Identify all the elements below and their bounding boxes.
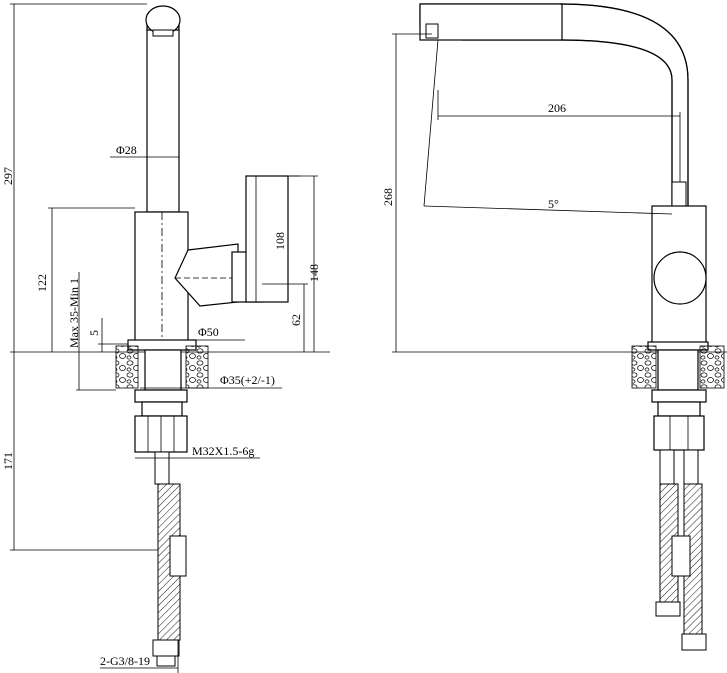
hose-fitting-b [683,449,699,485]
deck-stone-left [115,345,139,389]
dim-spout-diameter: Φ28 [116,143,137,157]
dim-base-diameter: Φ50 [198,325,219,339]
mount-washer [134,389,188,403]
dim-hole-diameter: Φ35(+2/-1) [220,373,275,387]
spout-column [146,21,180,213]
hose-connector-nut [156,655,176,667]
deck-stone-right-side [699,345,725,389]
dim-handle-height: 108 [273,232,287,250]
dim-thread: M32X1.5-6g [192,444,254,458]
base-ring-side [647,341,709,351]
dim-side-height: 268 [381,188,395,206]
shank-side [657,349,699,391]
hose-valve [169,535,187,577]
dim-deck-thickness: Max 35-Min 1 [67,278,81,348]
hose-connector-b [681,633,707,651]
dimension-lines [10,3,318,673]
mounting-nut-side [653,415,705,451]
hose-valve-side [671,535,691,577]
dim-below-deck: 171 [1,452,15,470]
side-view: 268 206 5° [381,3,727,651]
dim-body-height: 122 [35,274,49,292]
hose-fitting-top [154,451,170,485]
spout-outlet [152,29,174,37]
dim-gap: 5 [87,330,101,336]
side-dimension-lines [392,33,681,352]
lever-arm [174,243,239,307]
dim-handle-offset: 62 [289,314,303,326]
dim-reach: 206 [548,101,566,115]
deck-stone-left-side [631,345,657,389]
spout-aerator [425,23,439,39]
spout-head [419,3,563,41]
dim-handle-span: 148 [307,264,321,282]
hose-connector [152,639,180,657]
lever-disk [653,251,707,305]
front-view: 297 171 Φ28 122 Max 35-Min 1 5 Φ50 108 1… [1,3,330,673]
hose-connector-a [655,601,681,617]
dim-total-height: 297 [1,167,15,185]
mount-spacer-side [657,401,701,417]
dim-angle: 5° [548,197,559,211]
mount-washer-side [651,389,707,403]
deck-stone-right [185,345,209,389]
shank [144,349,182,391]
hose-fitting-a [659,449,675,485]
mount-spacer [141,401,183,417]
dim-hose-connection: 2-G3/8-19 [100,654,150,668]
